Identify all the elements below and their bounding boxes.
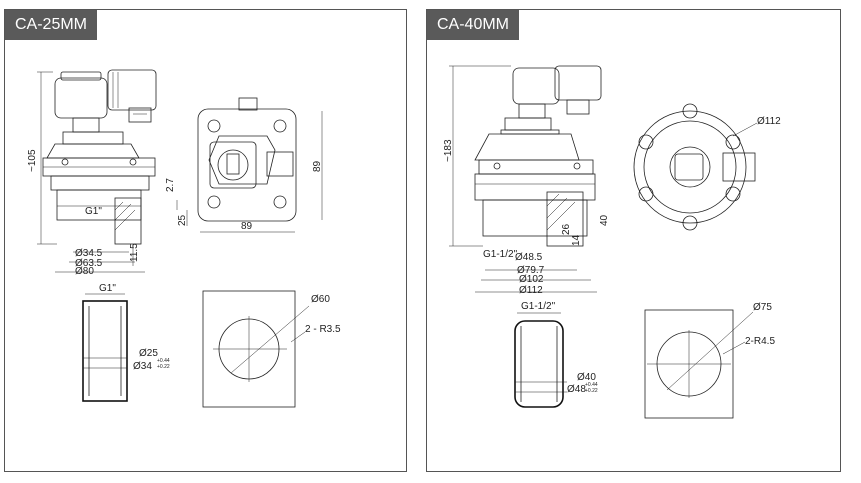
ca-40mm-drawing: ~183 26 40 14 G1-1/2" Ø48.5 Ø79.7 Ø102 Ø… [443, 65, 781, 419]
dim-hole-radius: 2-R4.5 [745, 336, 775, 347]
dim-pipe-inner: Ø25 [139, 348, 158, 359]
side-view: ~105 2.7 25 11.5 G1" Ø34.5 Ø63.5 Ø80 [27, 69, 188, 277]
dim-top-height: 89 [312, 160, 323, 172]
dim-d1: Ø48.5 [515, 252, 543, 263]
top-view: Ø112 [633, 103, 781, 231]
dim-height-total: ~105 [27, 149, 38, 172]
side-view: ~183 26 40 14 G1-1/2" Ø48.5 Ø79.7 Ø102 Ø… [443, 65, 610, 296]
tol-lower: +0.22 [585, 388, 598, 394]
dim-top-diameter: Ø112 [757, 116, 781, 127]
dim-top-width: 89 [241, 221, 253, 232]
dim-d4: Ø112 [519, 285, 543, 296]
dim-d1: Ø34.5 [75, 248, 103, 259]
tol-lower: +0.22 [157, 364, 170, 370]
dim-d3: Ø102 [519, 274, 544, 285]
mounting-hole: Ø60 2 - R3.5 [202, 290, 341, 408]
dim-pipe-outer: Ø48 [567, 384, 586, 395]
dim-thread: G1-1/2" [483, 249, 518, 260]
tol-upper: +0.44 [157, 358, 170, 364]
mounting-hole: Ø75 2-R4.5 [644, 302, 775, 419]
dim-side-a: 2.7 [165, 178, 176, 192]
dim-d2: Ø79.7 [517, 265, 545, 276]
ca-25mm-drawing: ~105 2.7 25 11.5 G1" Ø34.5 Ø63.5 Ø80 [27, 69, 341, 408]
dim-pipe-inner: Ø40 [577, 372, 596, 383]
panel-title: CA-25MM [5, 10, 98, 40]
dim-side-b: 40 [599, 214, 610, 226]
panel-ca-25mm: CA-25MM [4, 9, 407, 472]
pipe-section: G1" Ø25 Ø34 +0.44 +0.22 [82, 283, 170, 402]
dim-side-a: 26 [561, 223, 572, 235]
dim-pipe-thread: G1-1/2" [521, 301, 556, 312]
dim-hole-diameter: Ø60 [311, 294, 330, 305]
tol-upper: +0.44 [585, 382, 598, 388]
top-view: 89 89 [197, 97, 323, 233]
dim-thread: G1" [85, 206, 102, 217]
dim-hole-radius: 2 - R3.5 [305, 324, 341, 335]
dim-hole-diameter: Ø75 [753, 302, 772, 313]
dim-d3: Ø80 [75, 266, 94, 277]
pipe-section: G1-1/2" Ø40 Ø48 +0.44 +0.22 [514, 301, 598, 408]
dim-pipe-thread: G1" [99, 283, 116, 294]
dim-pipe-outer: Ø34 [133, 361, 152, 372]
dim-height-total: ~183 [443, 139, 454, 162]
dim-side-b: 25 [177, 214, 188, 226]
dim-d2: Ø63.5 [75, 258, 103, 269]
panel-title: CA-40MM [427, 10, 520, 40]
panel-ca-40mm: CA-40MM ~183 26 40 [426, 9, 841, 472]
dim-side-c: 11.5 [129, 243, 140, 262]
dim-side-c: 14 [571, 234, 582, 246]
